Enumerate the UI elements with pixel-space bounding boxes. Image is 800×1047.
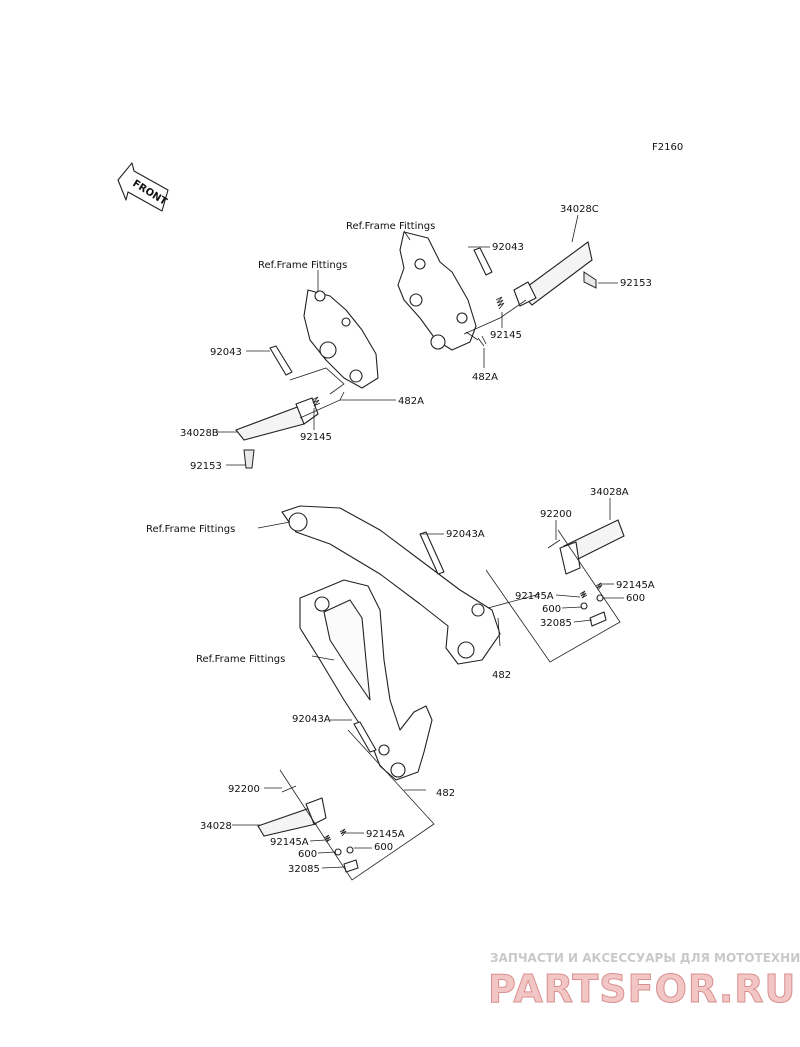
label-92043A-lower: 92043A	[292, 714, 331, 725]
label-34028C: 34028C	[560, 204, 599, 215]
label-92200-lower: 92200	[228, 784, 260, 795]
label-92153-left: 92153	[190, 461, 222, 472]
pin-92043A-lower	[353, 721, 377, 753]
label-600-l1: 600	[374, 842, 393, 853]
label-92153-top: 92153	[620, 278, 652, 289]
label-92145A-l1: 92145A	[366, 829, 405, 840]
springs-92145A-right	[579, 582, 607, 627]
label-32085-right: 32085	[540, 618, 572, 629]
label-92145-left: 92145	[300, 432, 332, 443]
label-600-l2: 600	[298, 849, 317, 860]
label-600-r1: 600	[626, 593, 645, 604]
spring-92145-left	[311, 396, 321, 407]
diagram-code: F2160	[652, 142, 683, 153]
label-92200-right: 92200	[540, 509, 572, 520]
label-92043-left: 92043	[210, 347, 242, 358]
rear-bracket-right	[281, 505, 501, 665]
spring-92145-top	[495, 296, 505, 310]
label-34028A: 34028A	[590, 487, 629, 498]
label-ref-frame-2: Ref.Frame Fittings	[258, 260, 347, 271]
springs-92145A-lower	[323, 828, 359, 873]
footpeg-34028C	[513, 241, 597, 307]
label-92145A-r1: 92145A	[616, 580, 655, 591]
label-92145A-r2: 92145A	[515, 591, 554, 602]
footpeg-34028A	[547, 519, 625, 575]
bracket-upper-left	[303, 289, 379, 389]
label-34028B: 34028B	[180, 428, 219, 439]
footpeg-34028	[257, 785, 327, 837]
label-92145-top: 92145	[490, 330, 522, 341]
label-ref-frame-1: Ref.Frame Fittings	[346, 221, 435, 232]
bracket-upper-right	[397, 231, 477, 351]
pin-92043-left	[269, 345, 293, 376]
label-482A-left: 482A	[398, 396, 424, 407]
pin-92043-top	[473, 247, 493, 276]
label-ref-frame-4: Ref.Frame Fittings	[196, 654, 285, 665]
label-92145A-l2: 92145A	[270, 837, 309, 848]
label-482-right: 482	[492, 670, 511, 681]
pin-92043A-right	[419, 531, 445, 575]
label-34028: 34028	[200, 821, 232, 832]
label-92043-top: 92043	[492, 242, 524, 253]
label-600-r2: 600	[542, 604, 561, 615]
label-ref-frame-3: Ref.Frame Fittings	[146, 524, 235, 535]
label-92043A-right: 92043A	[446, 529, 485, 540]
watermark-tagline: ЗАПЧАСТИ И АКСЕССУАРЫ ДЛЯ МОТОТЕХНИКИ	[490, 951, 800, 965]
front-arrow-icon: FRONT	[117, 162, 169, 212]
rear-bracket-left	[299, 579, 433, 781]
label-32085-lower: 32085	[288, 864, 320, 875]
label-482A-top: 482A	[472, 372, 498, 383]
label-482-lower: 482	[436, 788, 455, 799]
watermark-brand: PARTSFOR.RU	[488, 967, 796, 1011]
cotter-482A-top	[477, 335, 487, 347]
